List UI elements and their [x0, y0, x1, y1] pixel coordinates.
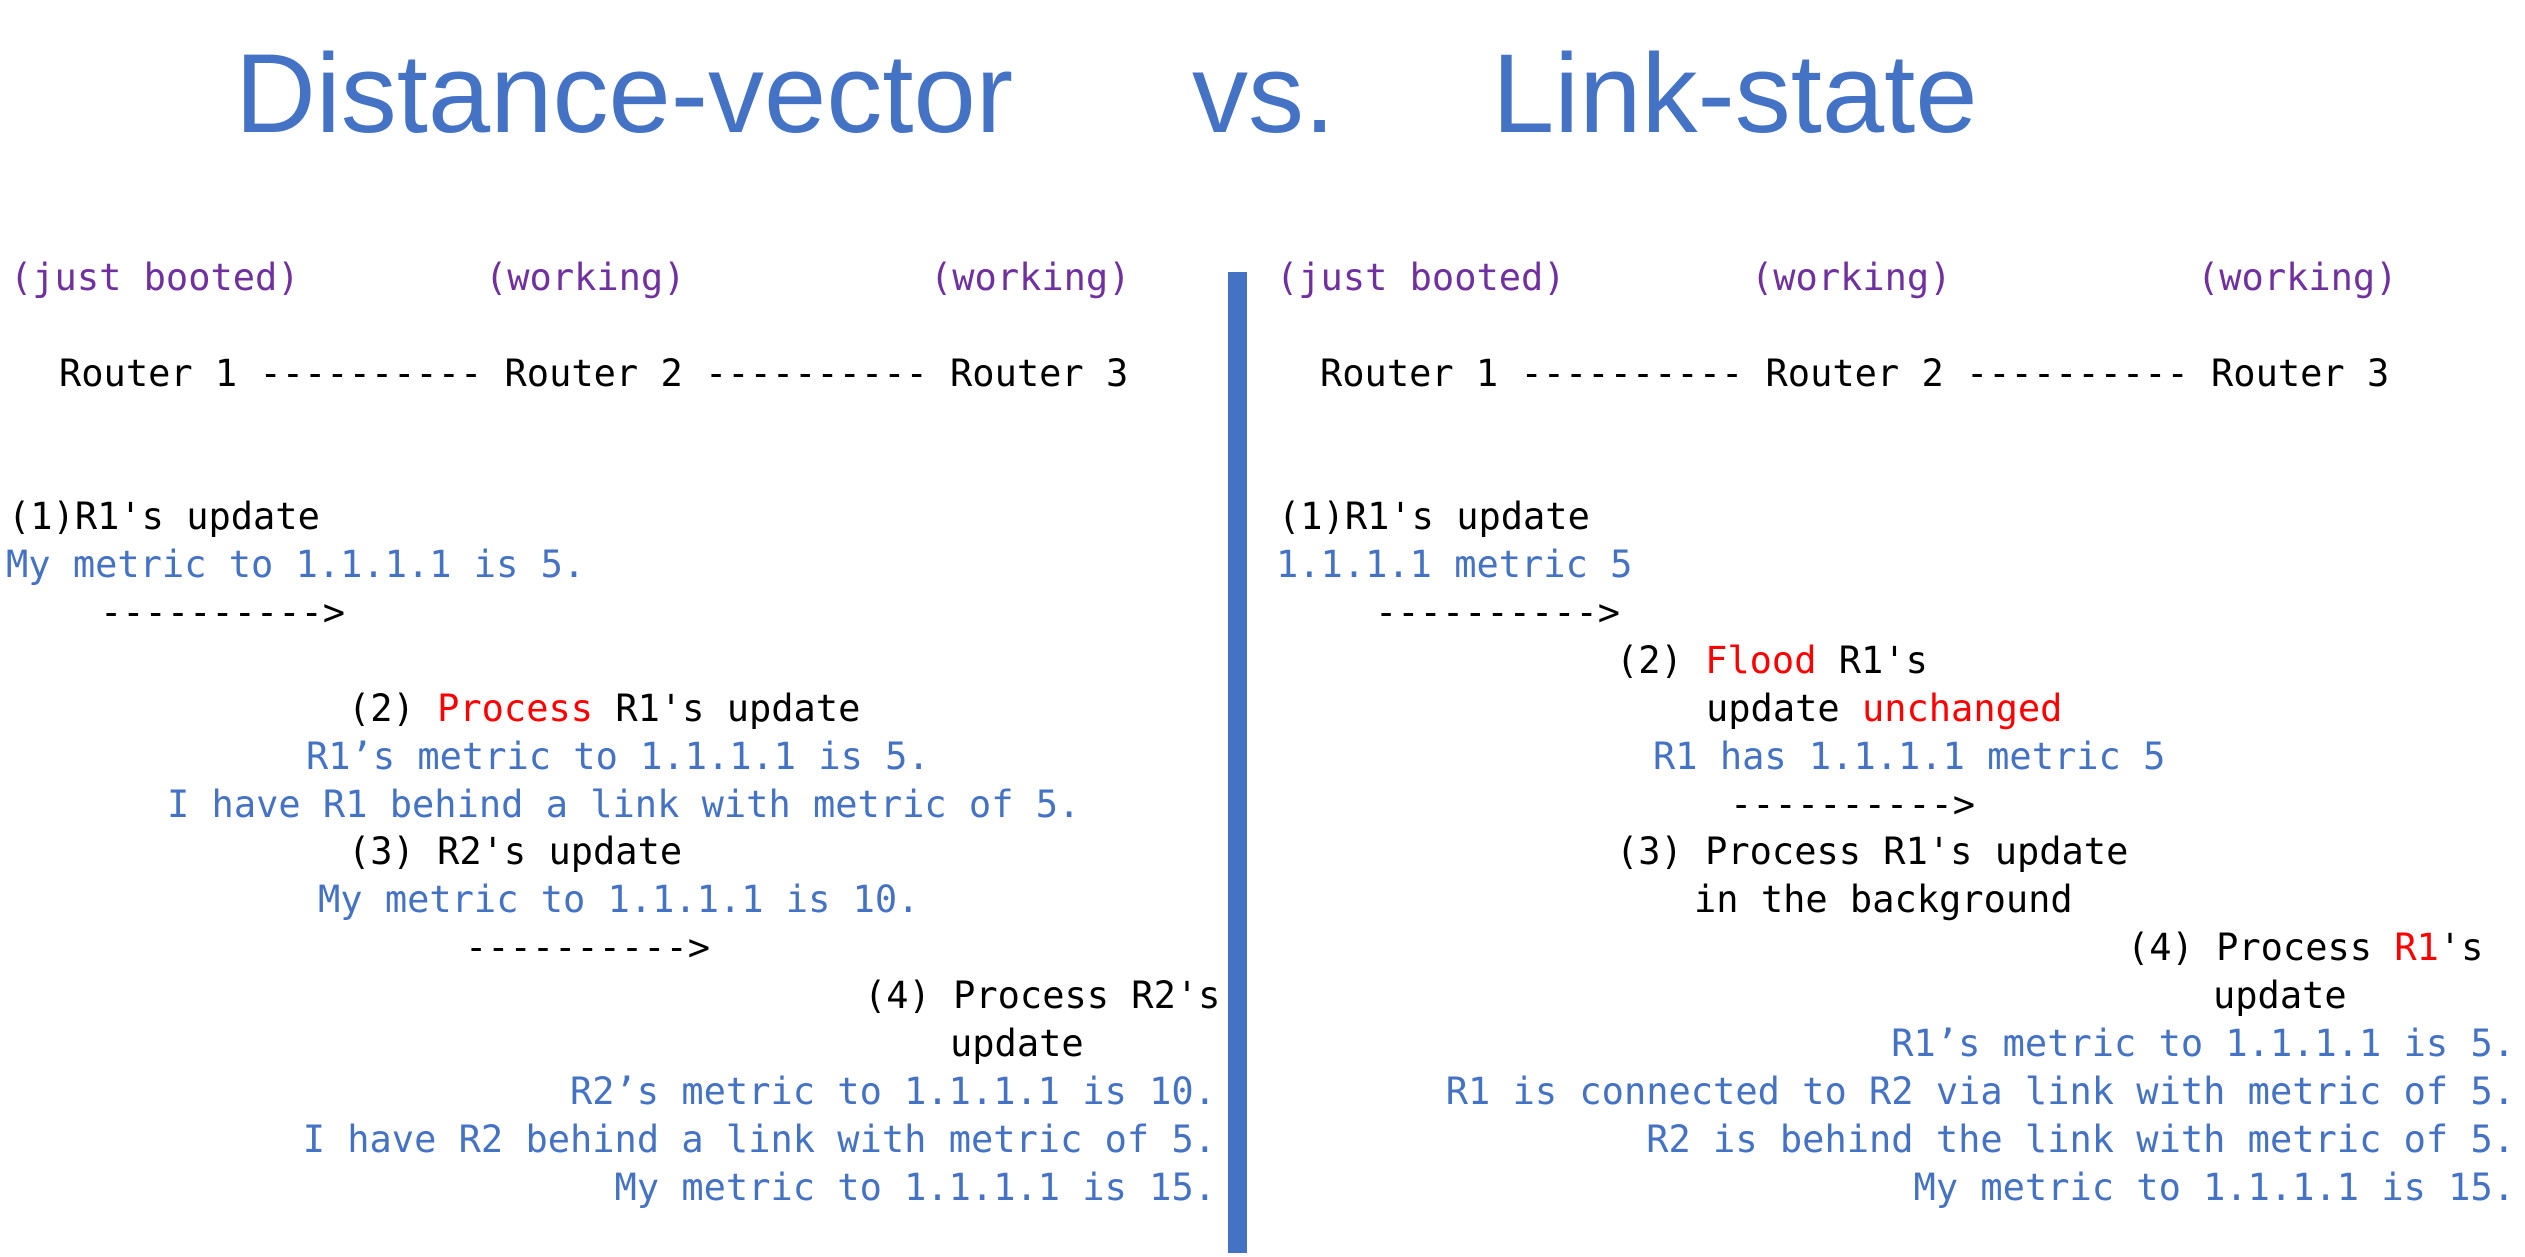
step2-title-line1: (2) Flood R1's: [1616, 639, 1928, 683]
step4-message-1: R1’s metric to 1.1.1.1 is 5.: [1891, 1022, 2515, 1065]
step2-title-highlight: Process: [437, 687, 594, 730]
step4-message-4: My metric to 1.1.1.1 is 15.: [1913, 1166, 2515, 1209]
title-link-state: Link-state: [1492, 31, 1978, 156]
step3-title-line2: in the background: [1694, 878, 2073, 921]
state-label-router1: (just booted): [1276, 256, 1566, 299]
router-topology-line: Router 1 ---------- Router 2 ---------- …: [59, 352, 1129, 395]
step2-message-2: I have R1 behind a link with metric of 5…: [167, 783, 1081, 826]
step4-title-line1: (4) Process R2's: [864, 974, 1221, 1017]
title-distance-vector: Distance-vector: [235, 31, 1014, 156]
step3-title-line1: (3) Process R1's update: [1616, 830, 2129, 873]
step4-title-line2: update: [950, 1022, 1084, 1065]
step3-message: My metric to 1.1.1.1 is 10.: [318, 878, 920, 921]
arrow-r2-to-r3: ---------->: [465, 926, 711, 969]
step1-message: My metric to 1.1.1.1 is 5.: [6, 543, 586, 586]
step4-message-2: I have R2 behind a link with metric of 5…: [302, 1118, 1216, 1161]
step1-title: (1)R1's update: [1278, 495, 1590, 538]
router-topology-line: Router 1 ---------- Router 2 ---------- …: [1320, 352, 2390, 395]
title-vs: vs.: [1192, 31, 1336, 156]
step2-title: (2) Process R1's update: [348, 687, 860, 731]
step2-line2-highlight: unchanged: [1861, 687, 2063, 730]
step2-line2-black: update: [1706, 687, 1862, 730]
state-label-router3: (working): [2197, 256, 2398, 299]
step2-title-prefix: (2): [1616, 639, 1706, 682]
step1-message: 1.1.1.1 metric 5: [1276, 543, 1633, 586]
step2-title-suffix: R1's: [1816, 639, 1928, 682]
step2-title-line2: update unchanged: [1706, 687, 2062, 731]
step2-message: R1 has 1.1.1.1 metric 5: [1653, 735, 2166, 778]
step4-title-prefix: (4) Process: [2127, 926, 2395, 969]
vertical-divider: [1228, 272, 1247, 1253]
step4-message-2: R1 is connected to R2 via link with metr…: [1445, 1070, 2515, 1113]
step1-title: (1)R1's update: [8, 495, 320, 538]
step2-title-suffix: R1's update: [593, 687, 861, 730]
step4-message-3: R2 is behind the link with metric of 5.: [1646, 1118, 2515, 1161]
arrow-r1-to-r2: ---------->: [1375, 591, 1621, 634]
state-label-router2: (working): [485, 256, 686, 299]
step2-message-1: R1’s metric to 1.1.1.1 is 5.: [306, 735, 930, 778]
state-label-router3: (working): [930, 256, 1131, 299]
state-label-router1: (just booted): [10, 256, 300, 299]
step4-title-highlight: R1: [2394, 926, 2439, 969]
step2-title-highlight: Flood: [1705, 639, 1817, 682]
step4-title-line1: (4) Process R1's: [2127, 926, 2483, 970]
step4-message-1: R2’s metric to 1.1.1.1 is 10.: [569, 1070, 1216, 1113]
arrow-r2-to-r3: ---------->: [1730, 783, 1976, 826]
step4-title-suffix: 's: [2438, 926, 2484, 969]
step3-title: (3) R2's update: [348, 830, 683, 873]
step2-title-prefix: (2): [348, 687, 438, 730]
arrow-r1-to-r2: ---------->: [100, 591, 346, 634]
step4-message-3: My metric to 1.1.1.1 is 15.: [614, 1166, 1216, 1209]
step4-title-line2: update: [2213, 974, 2347, 1017]
state-label-router2: (working): [1751, 256, 1952, 299]
